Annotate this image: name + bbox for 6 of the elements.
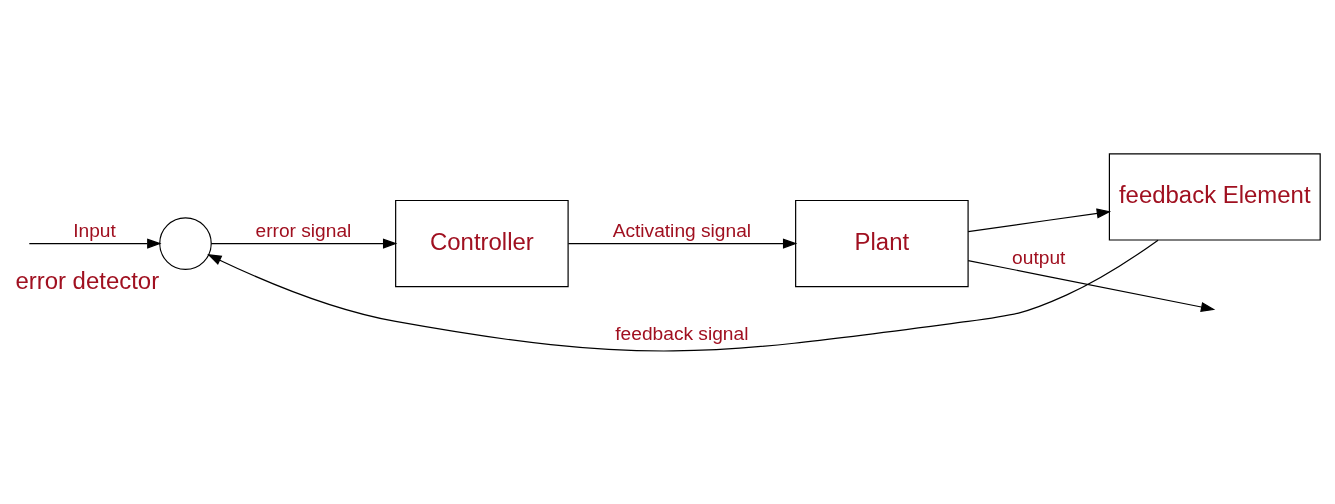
edge-label: Input bbox=[73, 219, 116, 241]
edge-label: output bbox=[1012, 246, 1066, 268]
edge-label: Activating signal bbox=[612, 219, 752, 241]
edge-label: feedback signal bbox=[615, 322, 749, 344]
edge-label: error signal bbox=[255, 219, 352, 241]
node-label: error detector bbox=[15, 266, 160, 294]
